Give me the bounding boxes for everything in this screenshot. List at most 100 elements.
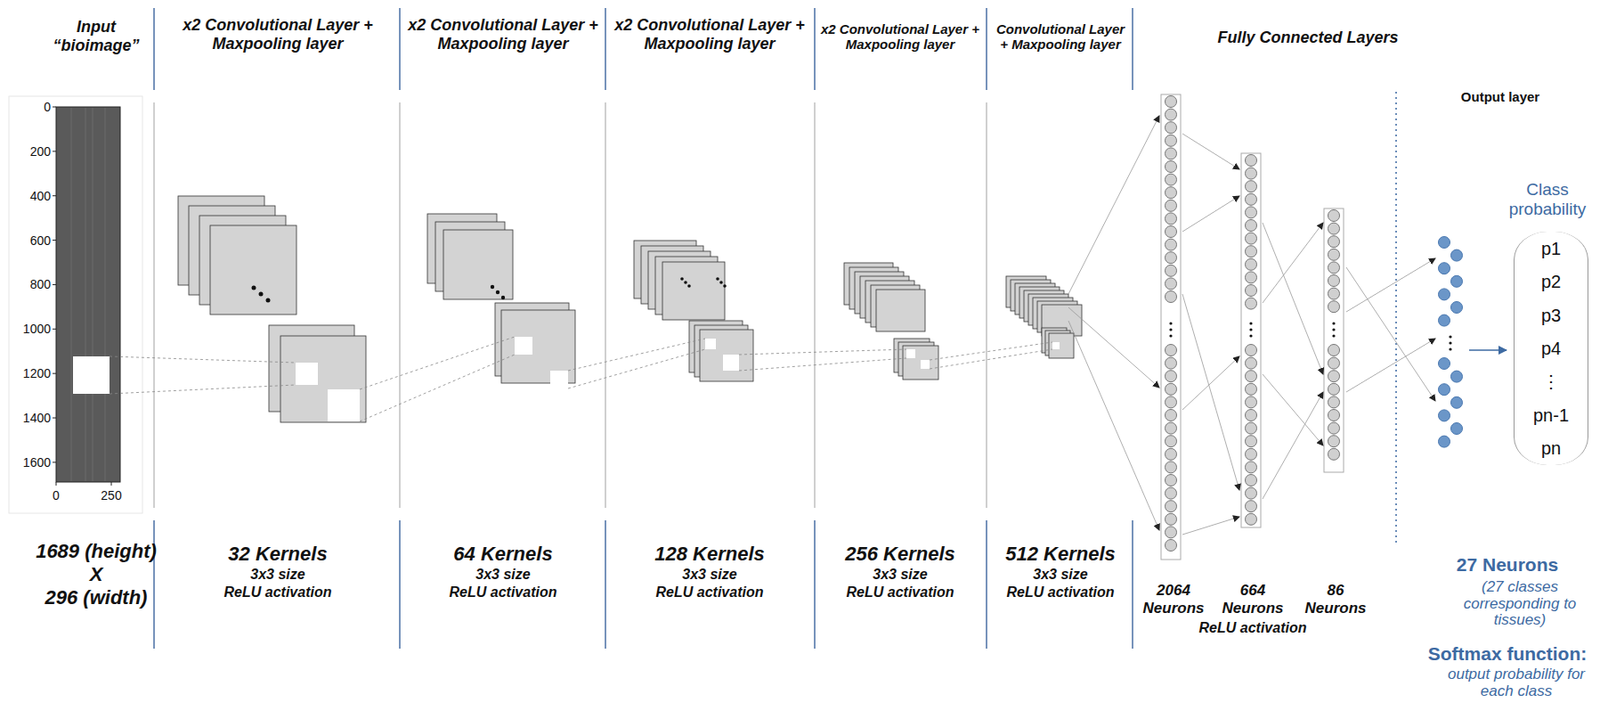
ellipsis-dot (719, 280, 723, 285)
ellipsis-dot (1448, 347, 1452, 350)
activation: ReLU activation (1185, 619, 1320, 636)
activation: ReLU activation (638, 584, 781, 601)
ellipsis-dot (1331, 321, 1335, 325)
fc-arrow (1346, 338, 1436, 392)
column-separator (813, 519, 816, 649)
neuron (1328, 235, 1341, 248)
neuron (1245, 297, 1258, 309)
class-probability: pn (1541, 438, 1561, 458)
fc-arrow (1068, 307, 1160, 388)
neuron (1245, 154, 1258, 167)
kernel-count: 512 Kernels (989, 542, 1132, 565)
fc-arrow (1068, 115, 1160, 294)
neuron-count: 664 Neurons (1215, 581, 1291, 617)
neuron (1165, 396, 1178, 408)
projection-line (739, 357, 907, 371)
axis-tick-label: 800 (18, 276, 51, 292)
neuron (1245, 447, 1258, 460)
ellipsis-dot (490, 284, 495, 289)
feature-map (662, 261, 725, 320)
activation: ReLU activation (989, 584, 1132, 601)
projection-line (109, 356, 296, 363)
neuron-column (1161, 94, 1181, 560)
plot-frame (8, 96, 143, 513)
neuron (1165, 226, 1178, 238)
input-size: 1689 (height) (20, 539, 172, 562)
activation: ReLU activation (828, 584, 972, 601)
section-title: Fully Connected Layers (1174, 28, 1442, 48)
axis-tick-label: 0 (18, 99, 51, 114)
neuron (1165, 357, 1178, 369)
neuron (1245, 206, 1258, 219)
column-separator (153, 8, 155, 90)
neuron (1165, 474, 1178, 487)
neuron (1165, 108, 1178, 121)
neuron-count: 2064 Neurons (1136, 581, 1211, 617)
neuron (1165, 277, 1178, 290)
projection-line (739, 349, 907, 355)
neuron (1245, 167, 1258, 179)
fc-arrow (1182, 516, 1240, 535)
axis-tick (111, 481, 113, 486)
ellipsis-dot (1249, 321, 1252, 325)
neuron (1165, 238, 1178, 251)
neuron (1245, 382, 1258, 395)
feature-map (902, 345, 939, 380)
kernel-count: 256 Kernels (828, 542, 972, 565)
fc-arrow (1262, 222, 1324, 303)
axis-tick (56, 481, 57, 486)
axis-tick (52, 284, 57, 285)
axis-tick (52, 239, 57, 241)
neuron (1165, 435, 1178, 447)
neuron (1245, 409, 1258, 422)
patch (550, 370, 569, 389)
ellipsis-dot (1249, 327, 1252, 331)
neuron (1245, 370, 1258, 382)
neuron (1328, 275, 1341, 287)
fc-arrow (1182, 356, 1240, 410)
output-description: output probability for each class (1436, 665, 1597, 699)
neuron (1328, 396, 1341, 408)
layer-title: x2 Convolutional Layer + Maxpooling laye… (164, 16, 392, 53)
neuron (1165, 447, 1178, 460)
ellipsis-dot (722, 284, 727, 288)
neuron (1165, 487, 1178, 499)
layer-title: x2 Convolutional Layer + Maxpooling laye… (403, 16, 604, 53)
neuron (1165, 370, 1178, 382)
neuron (1165, 500, 1178, 512)
ellipsis-dot (1448, 341, 1452, 344)
neuron (1328, 447, 1341, 460)
output-separator (1395, 91, 1397, 545)
class-probability: ⋮ (1542, 371, 1560, 391)
axis-tick-label: 0 (42, 487, 70, 503)
neuron (1245, 344, 1258, 357)
feature-map (876, 289, 926, 332)
ellipsis-dot (1448, 334, 1452, 338)
neuron (1165, 161, 1178, 173)
neuron (1165, 512, 1178, 525)
axis-tick-label: 1600 (18, 454, 51, 470)
neuron (1165, 539, 1178, 552)
neuron (1451, 249, 1463, 261)
neuron (1165, 186, 1178, 199)
neuron (1165, 422, 1178, 434)
fc-arrow (1182, 133, 1240, 170)
projection-line (568, 338, 706, 371)
neuron (1328, 248, 1341, 260)
fc-arrow (1182, 293, 1240, 490)
neuron-column (1241, 153, 1261, 528)
neuron (1165, 344, 1178, 357)
neuron (1165, 96, 1178, 108)
ellipsis-dot (259, 292, 264, 297)
image-texture (85, 107, 87, 481)
class-probability: pn-1 (1533, 405, 1569, 425)
output-arrow (1469, 349, 1507, 351)
projection-line (109, 384, 296, 394)
patch (906, 349, 916, 358)
column-separator (813, 8, 816, 90)
neuron (1245, 487, 1258, 499)
fc-arrow (1182, 195, 1240, 232)
fc-arrow (1262, 391, 1324, 499)
feature-map (280, 335, 366, 423)
ellipsis-dot (266, 298, 271, 303)
